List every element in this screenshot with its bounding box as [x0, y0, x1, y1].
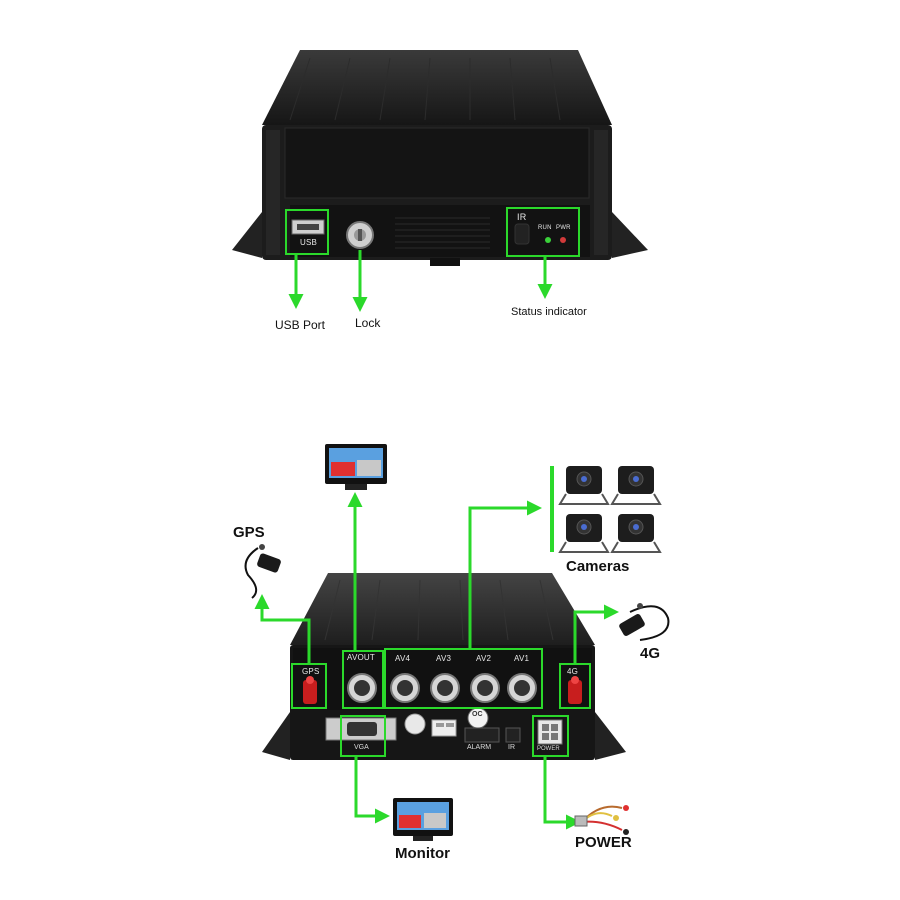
- avout-panel-label: AVOUT: [347, 653, 375, 662]
- cameras-icon: [558, 466, 662, 553]
- lock-callout: Lock: [355, 316, 381, 330]
- 4g-callout: 4G: [640, 645, 661, 662]
- oc-badge-label: OC: [472, 711, 483, 718]
- ir-panel-label: IR: [517, 212, 527, 222]
- 4g-panel-label: 4G: [567, 667, 579, 676]
- gps-antenna-icon: [244, 544, 281, 599]
- bottom-dvr-unit: [254, 466, 626, 830]
- av2-panel-label: AV2: [476, 654, 492, 663]
- power-callout: POWER: [575, 834, 632, 851]
- gps-callout: GPS: [233, 524, 265, 541]
- power-cable-icon: [574, 805, 629, 835]
- av3-panel-label: AV3: [436, 654, 452, 663]
- camera-4: [610, 514, 662, 553]
- usb-port-callout: USB Port: [275, 318, 326, 332]
- vga-panel-label: VGA: [354, 744, 369, 751]
- av4-panel-label: AV4: [395, 654, 411, 663]
- av-connectors: [347, 673, 537, 703]
- pwr-led-label: PWR: [556, 225, 571, 231]
- power-panel-label: POWER: [537, 746, 560, 752]
- monitor-top-icon: [325, 444, 387, 490]
- ir-bottom-panel-label: IR: [508, 744, 515, 751]
- 4g-antenna-icon: [619, 603, 670, 641]
- run-led-label: RUN: [538, 225, 552, 231]
- status-indicator-callout: Status indicator: [511, 306, 587, 318]
- camera-3: [558, 514, 610, 553]
- usb-panel-label: USB: [300, 238, 318, 247]
- gps-panel-label: GPS: [302, 667, 320, 676]
- cameras-callout: Cameras: [566, 558, 630, 575]
- alarm-panel-label: ALARM: [467, 744, 492, 751]
- monitor-callout: Monitor: [395, 845, 450, 862]
- camera-1: [558, 466, 610, 505]
- camera-2: [610, 466, 662, 505]
- top-dvr-unit: [232, 50, 648, 312]
- monitor-bottom-icon: [393, 798, 453, 841]
- av1-panel-label: AV1: [514, 654, 530, 663]
